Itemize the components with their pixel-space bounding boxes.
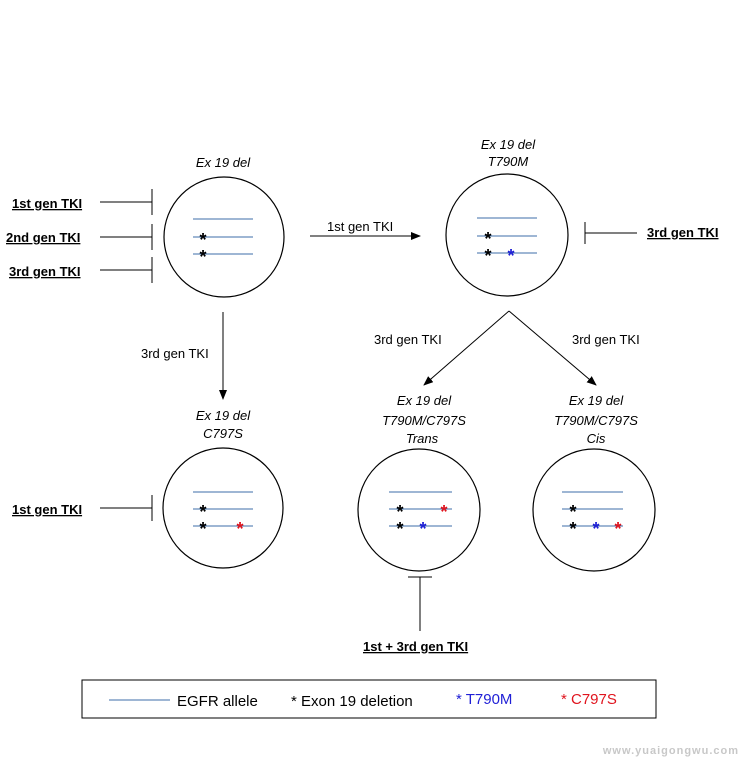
legend-allele-label: EGFR allele xyxy=(177,693,258,710)
node-title-line2: C797S xyxy=(203,426,243,441)
cell-circle xyxy=(163,176,285,298)
exon19-del-mark: * xyxy=(199,502,206,522)
transition-ex19-to-t790m: 1st gen TKI xyxy=(310,219,421,240)
transition-label: 1st gen TKI xyxy=(327,219,393,234)
transition-t790m-to-cis: 3rd gen TKI xyxy=(508,310,640,386)
cell-circle xyxy=(162,447,284,569)
node-ex19-t790m: Ex 19 del T790M * * * xyxy=(445,137,569,297)
transition-label: 3rd gen TKI xyxy=(141,346,209,361)
cell-circle xyxy=(357,448,481,572)
transition-label: 3rd gen TKI xyxy=(572,332,640,347)
drug-label: 3rd gen TKI xyxy=(647,225,719,240)
cell-circle xyxy=(445,173,569,297)
node-title-line3: Trans xyxy=(406,431,439,446)
legend-t790m-label: * T790M xyxy=(456,691,512,708)
c797s-mark: * xyxy=(440,502,447,522)
t790m-mark: * xyxy=(592,519,599,539)
drug-label: 2nd gen TKI xyxy=(6,230,80,245)
exon19-del-mark: * xyxy=(484,246,491,266)
node-title-line2: T790M/C797S xyxy=(382,413,466,428)
inhibitor-t790m-3rd-gen: 3rd gen TKI xyxy=(584,222,719,244)
legend: EGFR allele * Exon 19 deletion * T790M *… xyxy=(81,679,657,719)
drug-label: 1st gen TKI xyxy=(12,196,82,211)
node-title-line2: T790M/C797S xyxy=(554,413,638,428)
legend-c797s-label: * C797S xyxy=(561,691,617,708)
node-title-line1: Ex 19 del xyxy=(397,393,452,408)
exon19-del-mark: * xyxy=(396,519,403,539)
exon19-del-mark: * xyxy=(569,519,576,539)
inhibitor-ex19-1st-gen: 1st gen TKI xyxy=(12,189,153,215)
exon19-del-mark: * xyxy=(484,229,491,249)
c797s-mark: * xyxy=(236,519,243,539)
node-title-line1: Ex 19 del xyxy=(569,393,624,408)
inhibitor-trans-combo: 1st + 3rd gen TKI xyxy=(363,576,468,654)
node-title-line2: T790M xyxy=(488,154,529,169)
node-title-line1: Ex 19 del xyxy=(481,137,536,152)
exon19-del-mark: * xyxy=(569,502,576,522)
exon19-del-mark: * xyxy=(199,247,206,267)
node-ex19-c797s: Ex 19 del C797S * * * xyxy=(162,408,284,569)
transition-t790m-to-trans: 3rd gen TKI xyxy=(374,310,510,386)
legend-box xyxy=(81,679,657,719)
drug-label: 1st + 3rd gen TKI xyxy=(363,639,468,654)
inhibitor-ex19-3rd-gen: 3rd gen TKI xyxy=(9,257,153,283)
node-t790m-c797s-cis: Ex 19 del T790M/C797S Cis * * * * xyxy=(532,393,656,572)
inhibitor-ex19-2nd-gen: 2nd gen TKI xyxy=(6,224,153,250)
transition-label: 3rd gen TKI xyxy=(374,332,442,347)
c797s-mark: * xyxy=(614,519,621,539)
node-title-line1: Ex 19 del xyxy=(196,408,251,423)
transition-ex19-to-c797s: 3rd gen TKI xyxy=(141,312,227,400)
inhibitor-c797s-1st-gen: 1st gen TKI xyxy=(12,495,153,521)
exon19-del-mark: * xyxy=(396,502,403,522)
node-ex19-del: Ex 19 del * * xyxy=(163,155,285,298)
node-ex19-title: Ex 19 del xyxy=(196,155,251,170)
watermark: www.yuaigongwu.com xyxy=(602,745,739,757)
legend-exon19-label: * Exon 19 deletion xyxy=(291,693,413,710)
node-t790m-c797s-trans: Ex 19 del T790M/C797S Trans * * * * xyxy=(357,393,481,572)
t790m-mark: * xyxy=(507,246,514,266)
drug-label: 1st gen TKI xyxy=(12,502,82,517)
t790m-mark: * xyxy=(419,519,426,539)
node-title-line3: Cis xyxy=(587,431,606,446)
cell-circle xyxy=(532,448,656,572)
drug-label: 3rd gen TKI xyxy=(9,264,81,279)
exon19-del-mark: * xyxy=(199,230,206,250)
exon19-del-mark: * xyxy=(199,519,206,539)
